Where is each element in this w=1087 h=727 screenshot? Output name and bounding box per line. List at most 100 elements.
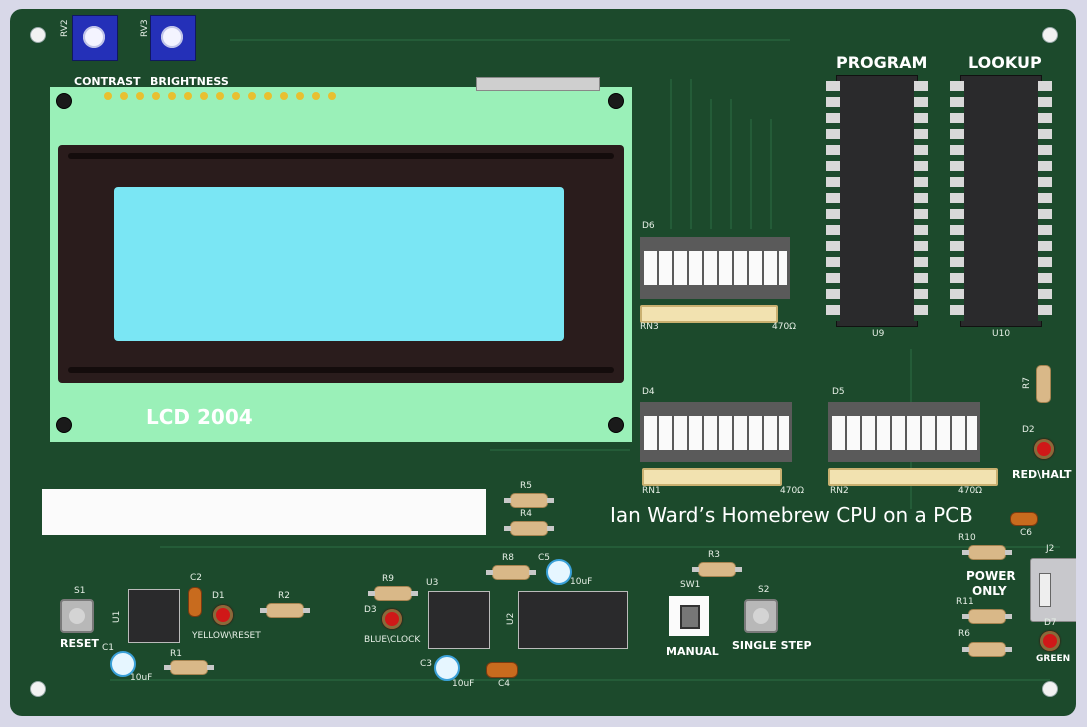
program-rom-chip <box>836 75 918 327</box>
rv3-refdes: RV3 <box>140 19 150 37</box>
s2-refdes: S2 <box>758 585 770 595</box>
switch-lever-icon <box>680 605 700 629</box>
expansion-header-strip <box>42 489 486 535</box>
rn1-value: 470Ω <box>780 486 805 496</box>
trace <box>690 79 692 229</box>
lcd-mount-hole <box>56 417 72 433</box>
bar-segment <box>892 416 905 450</box>
contrast-potentiometer[interactable] <box>72 15 118 61</box>
lcd-groove <box>68 153 614 159</box>
lcd-pin <box>104 92 112 100</box>
brightness-label: BRIGHTNESS <box>150 75 229 88</box>
r2-resistor <box>260 603 310 618</box>
power-only-label-2: ONLY <box>972 584 1007 598</box>
bar-segment <box>907 416 920 450</box>
c3-refdes: C3 <box>420 659 433 669</box>
c5-capacitor <box>546 559 572 585</box>
lcd-pin <box>152 92 160 100</box>
lcd-groove <box>68 367 614 373</box>
pot-knob-icon <box>83 26 105 48</box>
rom-pins <box>1038 81 1052 321</box>
c3-value: 10uF <box>452 679 475 689</box>
lcd-pin <box>248 92 256 100</box>
d4-refdes: D4 <box>642 387 655 397</box>
brightness-potentiometer[interactable] <box>150 15 196 61</box>
rn3-resistor-network <box>640 305 778 323</box>
lcd-screen <box>114 187 564 341</box>
lcd-pin <box>312 92 320 100</box>
r6-resistor <box>962 642 1012 657</box>
contrast-label: CONTRAST <box>74 75 141 88</box>
trace <box>230 39 790 41</box>
trace <box>490 449 630 451</box>
bar-segment <box>644 416 657 450</box>
bar-segment <box>719 416 732 450</box>
manual-toggle-switch[interactable] <box>669 596 709 636</box>
bar-segment <box>734 416 747 450</box>
bar-segment <box>704 251 717 285</box>
c4-refdes: C4 <box>498 679 511 689</box>
r5-resistor <box>504 493 554 508</box>
manual-label: MANUAL <box>666 645 719 658</box>
bar-segment <box>719 251 732 285</box>
yellow-reset-label: YELLOW\RESET <box>192 631 261 641</box>
lcd-pin <box>184 92 192 100</box>
lcd-mount-hole <box>608 417 624 433</box>
sw1-refdes: SW1 <box>680 580 701 590</box>
bar-segment <box>764 416 777 450</box>
bar-segment <box>877 416 890 450</box>
lcd-pin <box>136 92 144 100</box>
bar-segment <box>659 251 672 285</box>
u3-refdes: U3 <box>426 578 439 588</box>
bar-segment <box>674 251 687 285</box>
bar-segment <box>967 416 977 450</box>
usb-power-connector[interactable] <box>1030 558 1076 622</box>
d3-refdes: D3 <box>364 605 377 615</box>
d5-refdes: D5 <box>832 387 845 397</box>
mounting-hole <box>30 27 46 43</box>
lcd-pin <box>200 92 208 100</box>
trace <box>750 119 752 229</box>
lcd-pin <box>280 92 288 100</box>
u1-refdes: U1 <box>112 610 122 623</box>
usb-port-icon <box>1039 573 1051 607</box>
rom-pins <box>950 81 964 321</box>
reset-button[interactable] <box>60 599 94 633</box>
r8-resistor <box>486 565 536 580</box>
program-label: PROGRAM <box>836 53 928 72</box>
yellow-reset-led <box>213 605 233 625</box>
single-step-button[interactable] <box>744 599 778 633</box>
bar-segment <box>749 416 762 450</box>
r9-refdes: R9 <box>382 574 394 584</box>
bar-segment <box>704 416 717 450</box>
bar-segment <box>862 416 875 450</box>
r8-refdes: R8 <box>502 553 514 563</box>
rn3-value: 470Ω <box>772 322 797 332</box>
header-connector <box>476 77 600 91</box>
c3-capacitor <box>434 655 460 681</box>
c1-capacitor <box>110 651 136 677</box>
board-title: Ian Ward’s Homebrew CPU on a PCB <box>610 503 973 527</box>
trace <box>730 99 732 229</box>
c1-refdes: C1 <box>102 643 115 653</box>
c1-value: 10uF <box>130 673 153 683</box>
pot-knob-icon <box>161 26 183 48</box>
red-halt-label: RED\HALT <box>1012 468 1072 481</box>
lcd-mount-hole <box>608 93 624 109</box>
lcd-pin <box>120 92 128 100</box>
c5-value: 10uF <box>570 577 593 587</box>
r9-resistor <box>368 586 418 601</box>
trace <box>710 99 712 229</box>
bar-segment <box>779 251 787 285</box>
pcb-board: RV2 RV3 CONTRAST BRIGHTNESS LCD 2004 PRO… <box>10 9 1076 716</box>
d6-refdes: D6 <box>642 221 655 231</box>
bar-segment <box>764 251 777 285</box>
rv2-refdes: RV2 <box>60 19 70 37</box>
lcd-pin <box>264 92 272 100</box>
blue-clock-label: BLUE\CLOCK <box>364 635 421 645</box>
bar-segment <box>674 416 687 450</box>
r3-resistor <box>692 562 742 577</box>
r7-refdes: R7 <box>1022 377 1032 389</box>
lcd-pin <box>296 92 304 100</box>
u2-logic-chip <box>518 591 628 649</box>
